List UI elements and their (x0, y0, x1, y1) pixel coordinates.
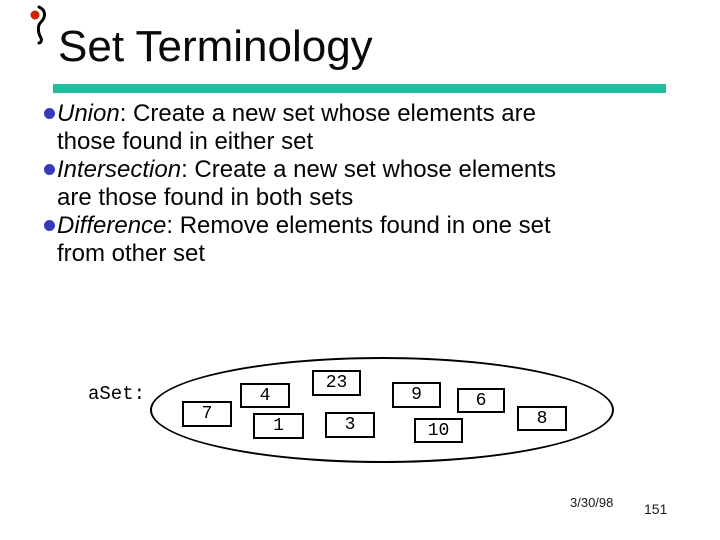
set-element-box: 1 (253, 413, 304, 439)
bullet-dot-icon (44, 108, 55, 119)
slide-title: Set Terminology (58, 22, 373, 71)
bullet-text-line1: : Create a new set whose elements (181, 156, 556, 183)
title-underline-bar (53, 84, 666, 93)
bullet-list: Union: Create a new set whose elements a… (44, 100, 684, 268)
bullet-text-line1: : Create a new set whose elements are (119, 100, 536, 127)
bullet-term: Difference (57, 212, 167, 239)
bullet-text-line1: : Remove elements found in one set (166, 212, 551, 239)
set-element-box: 6 (457, 388, 505, 413)
bullet-item-intersection: Intersection: Create a new set whose ele… (44, 156, 684, 212)
bullet-text-line2: from other set (57, 240, 206, 267)
bullet-text-line2: are those found in both sets (57, 184, 354, 211)
bullet-dot-icon (44, 164, 55, 175)
bullet-term: Intersection (57, 156, 182, 183)
set-name-label: aSet: (88, 383, 146, 405)
bullet-term: Union (57, 100, 120, 127)
set-element-box: 3 (325, 412, 375, 438)
set-element-box: 7 (182, 401, 232, 427)
slide-date: 3/30/98 (570, 495, 614, 510)
slide-logo-icon (30, 5, 46, 45)
bullet-item-union: Union: Create a new set whose elements a… (44, 100, 684, 156)
set-element-box: 9 (392, 382, 441, 408)
set-element-box: 10 (414, 418, 463, 443)
bullet-item-difference: Difference: Remove elements found in one… (44, 212, 684, 268)
set-element-box: 23 (312, 370, 361, 396)
bullet-dot-icon (44, 220, 55, 231)
slide-page-number: 151 (644, 501, 668, 517)
set-ellipse (150, 357, 614, 463)
set-element-box: 8 (517, 406, 567, 431)
bullet-text-line2: those found in either set (57, 128, 314, 155)
set-element-box: 4 (240, 383, 290, 408)
